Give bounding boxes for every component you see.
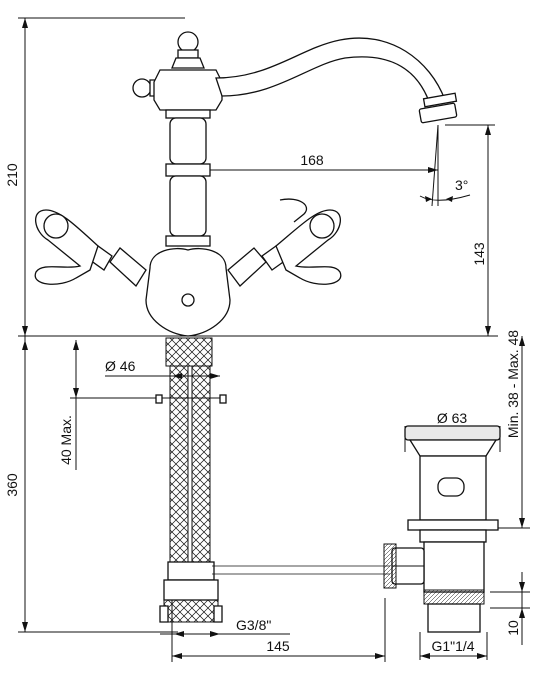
reach-168-label: 168 <box>300 152 324 168</box>
dimension-deck-40: 40 Max. <box>58 340 160 470</box>
deck-40-label: 40 Max. <box>58 415 74 465</box>
diameter-46-label: Ø 46 <box>105 358 136 374</box>
dimension-height-210: 210 <box>4 17 185 336</box>
height-143-label: 143 <box>471 242 487 266</box>
angle-3-label: 3° <box>455 177 468 193</box>
range-38-48-label: Min. 38 - Max. 48 <box>505 330 521 438</box>
rod-145-label: 145 <box>266 638 290 654</box>
dimension-range-38-48: Min. 38 - Max. 48 <box>498 330 530 529</box>
dimension-g38: G3/8" <box>160 617 290 637</box>
diameter-63-label: Ø 63 <box>437 410 468 426</box>
dimension-height-360: 360 <box>4 336 178 633</box>
right-handle <box>227 198 342 287</box>
dimension-reach-168: 168 <box>190 152 438 173</box>
dimension-g114: G1"1/4 <box>419 632 488 660</box>
dimension-offset-10: 10 <box>490 572 530 645</box>
g114-label: G1"1/4 <box>431 638 474 654</box>
dimension-rod-145: 145 <box>171 598 386 662</box>
popup-rod <box>212 565 390 575</box>
supply-hoses <box>155 337 227 623</box>
g38-label: G3/8" <box>236 617 271 633</box>
drain-waste <box>383 425 501 633</box>
dimension-angle-3: 3° <box>419 124 471 207</box>
offset-10-label: 10 <box>505 620 521 636</box>
height-210-label: 210 <box>4 163 20 187</box>
height-360-label: 360 <box>4 473 20 497</box>
faucet-body <box>34 31 458 337</box>
left-handle <box>34 209 147 288</box>
dimension-height-143: 143 <box>445 124 495 336</box>
